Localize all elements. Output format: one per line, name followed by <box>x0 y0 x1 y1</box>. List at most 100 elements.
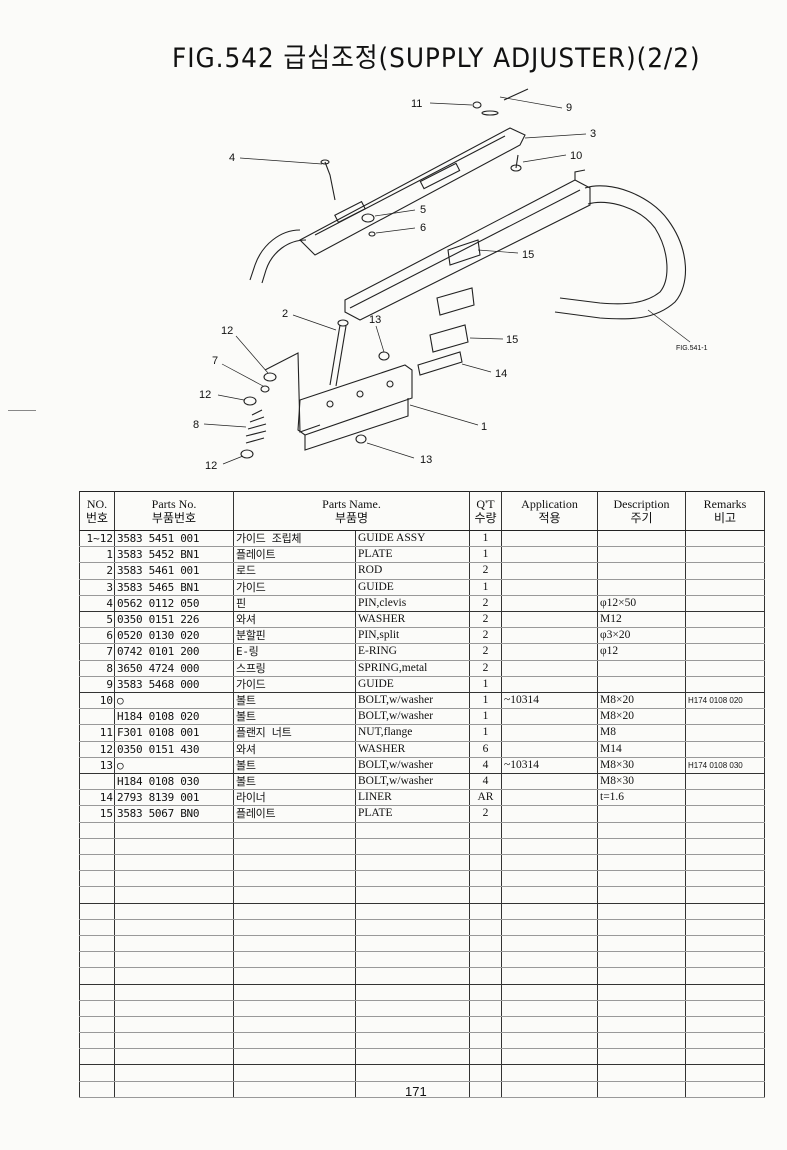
cell-no: 10 <box>79 692 115 710</box>
cell-part-no: 3583 5461 001 <box>114 562 234 580</box>
cell-no: 11 <box>79 724 115 742</box>
cell-part-no: 2793 8139 001 <box>114 789 234 807</box>
callout-2: 2 <box>282 308 288 320</box>
cell-part-no: 3583 5468 000 <box>114 676 234 694</box>
cell-qty: 2 <box>469 595 502 613</box>
blank-cell <box>469 951 502 969</box>
blank-cell <box>114 870 234 888</box>
cell-description: φ12 <box>597 643 686 661</box>
blank-row <box>79 1000 765 1017</box>
blank-row <box>79 967 765 985</box>
cell-qty: 1 <box>469 546 502 564</box>
cell-name-kr: 와셔 <box>233 611 356 629</box>
cell-no <box>79 708 115 726</box>
cell-part-no: 0742 0101 200 <box>114 643 234 661</box>
blank-cell <box>685 903 765 920</box>
blank-cell <box>233 919 356 936</box>
cell-qty: 1 <box>469 579 502 596</box>
blank-cell <box>79 1000 115 1017</box>
cell-no <box>79 773 115 791</box>
blank-cell <box>233 838 356 856</box>
blank-cell <box>79 822 115 839</box>
cell-remarks <box>685 579 765 596</box>
cell-remarks <box>685 595 765 613</box>
blank-cell <box>685 838 765 856</box>
cell-name-en: PIN,split <box>355 627 470 645</box>
cell-application <box>501 660 598 677</box>
blank-cell <box>685 1048 765 1066</box>
blank-cell <box>685 1081 765 1098</box>
blank-cell <box>114 967 234 985</box>
blank-cell <box>501 1032 598 1050</box>
blank-cell <box>114 935 234 953</box>
cell-qty: 2 <box>469 805 502 823</box>
blank-cell <box>233 822 356 839</box>
blank-cell <box>114 919 234 936</box>
blank-cell <box>114 1016 234 1034</box>
col-header-part-name: Parts Name.부품명 <box>233 491 470 531</box>
blank-cell <box>501 1016 598 1034</box>
cell-no: 14 <box>79 789 115 807</box>
blank-cell <box>469 1081 502 1098</box>
blank-cell <box>233 1081 356 1098</box>
cell-description <box>597 660 686 677</box>
blank-cell <box>355 967 470 985</box>
cell-description: φ12×50 <box>597 595 686 613</box>
callout-13-lower: 13 <box>420 454 432 466</box>
cell-part-no: H184 0108 020 <box>114 708 234 726</box>
callout-9: 9 <box>566 102 572 114</box>
cell-part-no: 3650 4724 000 <box>114 660 234 677</box>
blank-cell <box>685 951 765 969</box>
cell-application <box>501 741 598 758</box>
cell-qty: 2 <box>469 643 502 661</box>
cell-qty: 4 <box>469 773 502 791</box>
blank-cell <box>685 822 765 839</box>
blank-cell <box>233 1032 356 1050</box>
plate-15-upper <box>447 239 481 266</box>
blank-cell <box>501 1064 598 1082</box>
blank-cell <box>469 1048 502 1066</box>
cell-application <box>501 676 598 694</box>
blank-cell <box>469 854 502 872</box>
blank-cell <box>501 903 598 920</box>
blank-cell <box>501 919 598 936</box>
blank-row <box>79 886 765 904</box>
blank-cell <box>501 1081 598 1098</box>
blank-cell <box>597 822 686 839</box>
blank-cell <box>501 951 598 969</box>
blank-cell <box>597 1081 686 1098</box>
blank-cell <box>79 854 115 872</box>
blank-cell <box>355 919 470 936</box>
cell-description <box>597 676 686 694</box>
blank-cell <box>355 1000 470 1017</box>
cell-name-en: ROD <box>355 562 470 580</box>
blank-cell <box>79 1016 115 1034</box>
callout-14: 14 <box>495 368 507 380</box>
cell-part-no: 0520 0130 020 <box>114 627 234 645</box>
blank-cell <box>501 838 598 856</box>
cell-remarks <box>685 660 765 677</box>
cell-name-kr: 분할핀 <box>233 627 356 645</box>
cell-application <box>501 611 598 629</box>
cell-qty: 1 <box>469 676 502 694</box>
cell-description: M8×20 <box>597 692 686 710</box>
cell-description: M8×20 <box>597 708 686 726</box>
cell-no: 7 <box>79 643 115 661</box>
blank-cell <box>355 951 470 969</box>
cell-remarks <box>685 643 765 661</box>
callout-7: 7 <box>212 355 218 367</box>
cell-description: M8×30 <box>597 773 686 791</box>
cell-part-no: ○ <box>114 757 234 775</box>
blank-cell <box>685 1064 765 1082</box>
cell-remarks <box>685 789 765 807</box>
plate-15-mid <box>436 287 475 316</box>
blank-cell <box>79 1048 115 1066</box>
cell-qty: AR <box>469 789 502 807</box>
callout-6: 6 <box>420 222 426 234</box>
cell-name-kr: 플랜지 너트 <box>233 724 356 742</box>
cell-application <box>501 546 598 564</box>
